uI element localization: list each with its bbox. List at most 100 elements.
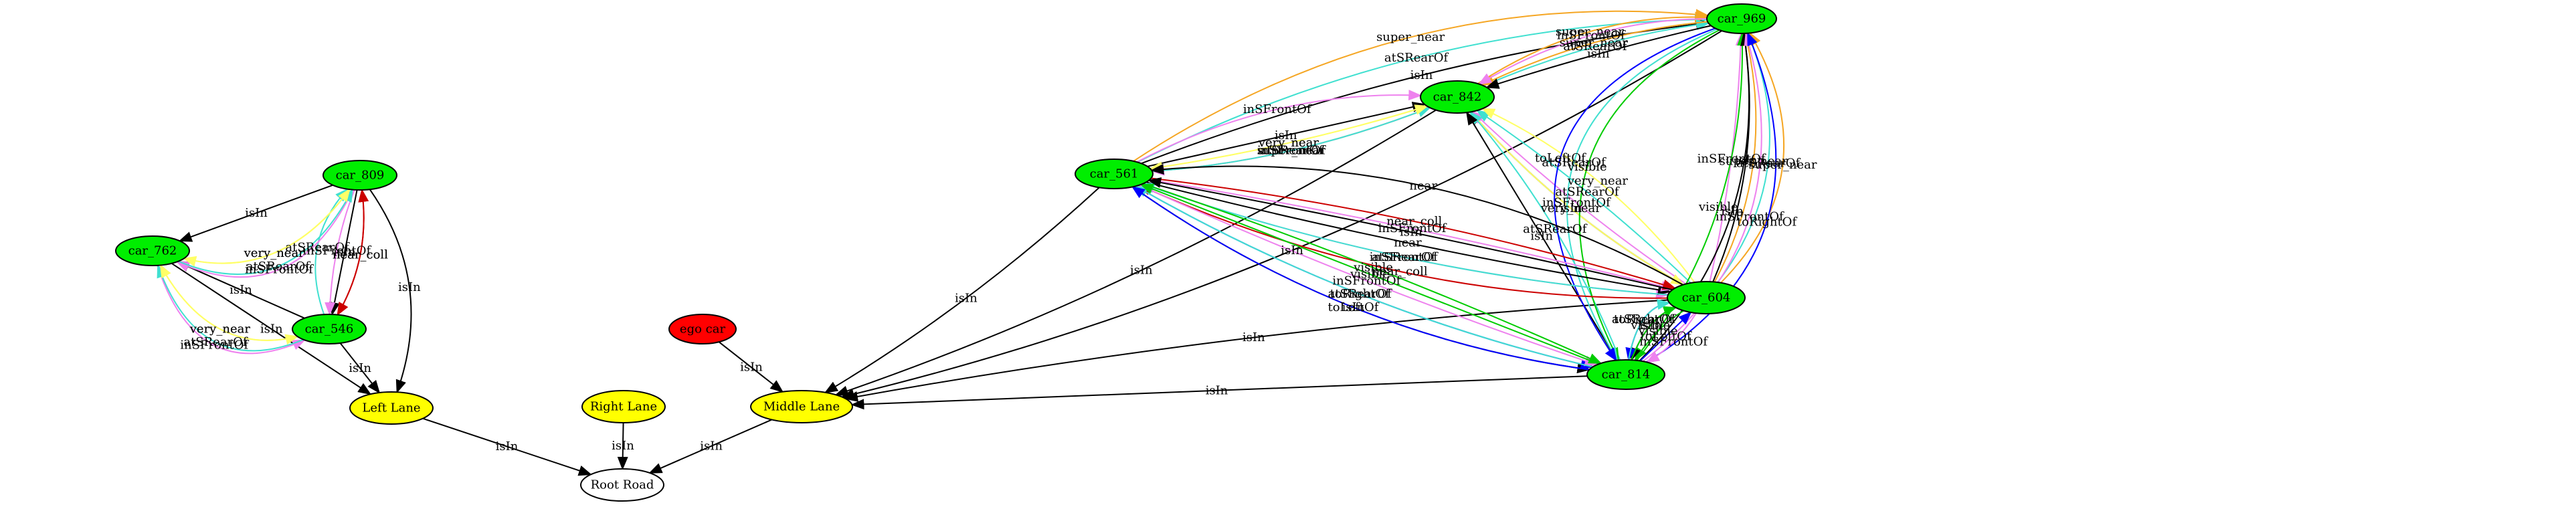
edge-label: visible (1567, 160, 1607, 174)
node-left-lane: Left Lane (349, 391, 434, 425)
edge-label: very_near (244, 246, 305, 260)
edge-label: isIn (1721, 204, 1744, 218)
edge-label: inSFrontOf (1716, 209, 1784, 223)
edge-label: toRightOf (1614, 312, 1674, 326)
edge-car_561-very_near-car_842 (1150, 104, 1429, 170)
edge-label: isIn (612, 439, 634, 453)
edge-label: isIn (1400, 225, 1422, 239)
node-middle-lane: Middle Lane (750, 390, 853, 423)
edge-label: isIn (1206, 383, 1228, 397)
edge-label: isIn (1342, 300, 1365, 314)
edge-car_561-inSFrontOf-car_814 (1139, 184, 1598, 367)
edge-label: isIn (1410, 68, 1433, 82)
edge-label: super_near (1748, 158, 1817, 172)
edge-label: inSFrontOf (1370, 250, 1439, 264)
edge-label: near (1409, 179, 1437, 193)
node-label: car_561 (1090, 167, 1139, 181)
edge-label: super_near (1376, 30, 1445, 44)
edge-car_762-inSFrontOf-car_546 (157, 265, 306, 355)
edge-label: inSFrontOf (302, 243, 371, 258)
edge-label: super_near (1560, 35, 1629, 49)
edge-label: atSRearOf (285, 240, 350, 254)
edge-car_604-atSRearOf-car_842 (1476, 110, 1691, 284)
edge-label: toLeftOf (1535, 151, 1586, 165)
edge-car_604-atSRearOf-car_969 (1717, 31, 1770, 283)
edge-label: visible (1350, 268, 1390, 282)
node-ellipse (349, 391, 434, 425)
node-label: car_604 (1682, 291, 1731, 305)
edge-car_546-near_coll-car_809 (337, 188, 369, 316)
node-ellipse (1667, 281, 1746, 314)
node-label: ego car (680, 322, 726, 336)
edge-car_842-super_near-car_969 (1477, 11, 1709, 84)
edge-label: near_coll (333, 248, 388, 262)
node-ellipse (292, 314, 367, 344)
node-right-lane: Right Lane (581, 390, 666, 423)
edge-label: very_near (189, 322, 251, 336)
node-label: Right Lane (590, 400, 657, 414)
edge-car_561-isIn-middle_lane (824, 187, 1100, 393)
node-car-842: car_842 (1420, 80, 1495, 114)
edge-car_762-atSRearOf-car_809 (178, 188, 353, 275)
edge-label: very_near (244, 246, 305, 260)
edge-car_814-visible-car_604 (1631, 306, 1677, 361)
edge-label: very_near (189, 322, 251, 336)
edge-car_814-toRightOf-car_969 (1646, 31, 1777, 363)
node-car-809: car_809 (323, 160, 397, 191)
edge-label: near (1394, 236, 1422, 250)
node-ellipse (115, 235, 190, 266)
edge-car_809-inSFrontOf-car_546 (325, 189, 355, 316)
edge-car_604-very_near-car_842 (1481, 108, 1695, 283)
edge-label: toLeftOf (1641, 329, 1692, 343)
edge-label: inSFrontOf (1243, 102, 1312, 116)
node-ellipse (581, 390, 666, 423)
edge-label: isIn (955, 291, 978, 305)
edge-car_809-isIn-left_lane (369, 189, 412, 394)
edge-label: inSFrontOf (1697, 152, 1766, 166)
edge-car_561-inSFrontOf-car_604 (1149, 179, 1675, 292)
edge-car_561-super_near-car_969 (1133, 9, 1710, 162)
edge-car_969-toLeftOf-car_814 (1554, 27, 1716, 362)
edge-ego_car-isIn-middle_lane (718, 341, 784, 393)
node-ellipse (1420, 80, 1495, 114)
edge-label: super_near (1257, 144, 1326, 158)
edge-label: near_coll (1372, 264, 1428, 278)
edge-label: atSRearOf (1384, 51, 1449, 65)
edge-label: isIn (1560, 201, 1582, 215)
edge-car_604-near_coll-car_561 (1137, 184, 1668, 299)
edge-car_546-atSRearOf-car_762 (157, 264, 304, 352)
node-car-561: car_561 (1075, 159, 1154, 189)
edge-label: very_near (1258, 136, 1319, 150)
edge-label: isIn (349, 361, 371, 375)
edge-car_604-super_near-car_969 (1720, 31, 1785, 284)
edge-car_809-inSFrontOf-car_762 (175, 189, 354, 278)
node-ellipse (668, 314, 737, 344)
edge-car_814-isIn-car_969 (1639, 31, 1751, 362)
edge-car_969-super_near-car_842 (1481, 21, 1708, 86)
edge-label: inSFrontOf (245, 263, 314, 277)
node-car-969: car_969 (1706, 3, 1777, 34)
node-ellipse (1706, 3, 1777, 34)
edge-label: atSRearOf (1542, 156, 1606, 170)
node-label: car_546 (305, 322, 354, 336)
edge-car_814-atSRearOf-car_842 (1469, 110, 1621, 361)
node-ellipse (323, 160, 397, 191)
edge-label: very_near (1258, 136, 1319, 150)
edge-label: atSRearOf (1523, 222, 1588, 236)
edge-label: inSFrontOf (1557, 28, 1626, 42)
edge-label: isIn (496, 439, 519, 453)
edge-label: very_near (1540, 201, 1602, 215)
edge-car_814-inSFrontOf-car_969 (1642, 31, 1762, 363)
edge-car_561-near-car_604 (1145, 181, 1672, 296)
edge-middle_lane-isIn-root_road (648, 419, 772, 474)
edge-label: isIn (740, 361, 763, 375)
edge-car_814-isIn-car_842 (1466, 111, 1618, 361)
edge-label: isIn (1735, 153, 1758, 167)
edge-car_546-atSRearOf-car_809 (314, 188, 349, 315)
edge-label: isIn (333, 245, 356, 260)
edges-layer (157, 9, 1785, 476)
edge-car_762-isIn-left_lane (171, 262, 372, 395)
edge-label: isIn (1130, 264, 1153, 278)
edge-car_546-very_near-car_762 (159, 264, 298, 341)
edge-label: atSRearOf (1555, 185, 1620, 199)
